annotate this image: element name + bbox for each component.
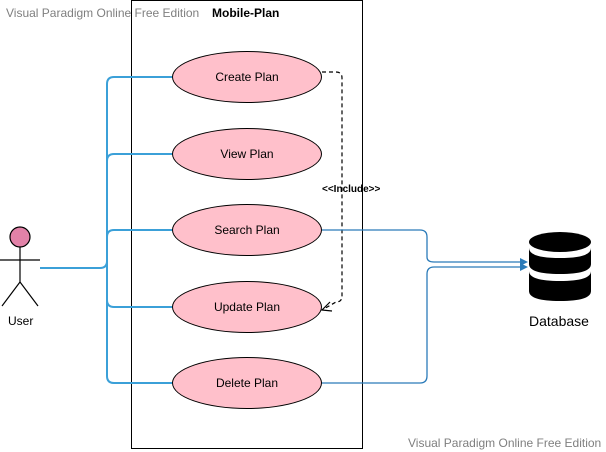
use-case-update-plan[interactable]: Update Plan: [172, 281, 322, 333]
association-delete-plan[interactable]: [106, 375, 172, 384]
delete-plan-database-arrowhead: [520, 263, 528, 271]
watermark-top: Visual Paradigm Online Free Edition: [6, 6, 200, 20]
include-dependency[interactable]: [321, 71, 343, 311]
association-view-plan[interactable]: [106, 153, 172, 162]
use-case-view-plan[interactable]: View Plan: [172, 128, 322, 180]
association-actor-trunk[interactable]: [40, 260, 108, 269]
actor-stick-figure-icon[interactable]: [0, 226, 44, 310]
include-arrowhead: [320, 301, 333, 312]
use-case-label: Update Plan: [213, 300, 281, 314]
include-label: <<Include>>: [322, 184, 381, 195]
system-boundary[interactable]: [131, 0, 363, 449]
association-update-plan[interactable]: [106, 299, 172, 308]
use-case-create-plan[interactable]: Create Plan: [172, 51, 322, 103]
association-create-plan[interactable]: [106, 76, 172, 85]
database-icon[interactable]: [528, 231, 592, 303]
association-search-plan[interactable]: [106, 229, 172, 238]
search-plan-database-link[interactable]: [322, 229, 526, 263]
use-case-search-plan[interactable]: Search Plan: [172, 204, 322, 256]
system-title: Mobile-Plan: [212, 6, 280, 20]
actor-label: User: [8, 314, 34, 328]
watermark-bottom: Visual Paradigm Online Free Edition: [408, 436, 602, 450]
delete-plan-database-link[interactable]: [322, 266, 526, 384]
use-case-label: View Plan: [220, 147, 274, 161]
use-case-label: Delete Plan: [215, 376, 279, 390]
use-case-label: Search Plan: [214, 223, 280, 237]
database-label: Database: [529, 313, 589, 329]
use-case-label: Create Plan: [215, 70, 279, 84]
use-case-delete-plan[interactable]: Delete Plan: [172, 357, 322, 409]
